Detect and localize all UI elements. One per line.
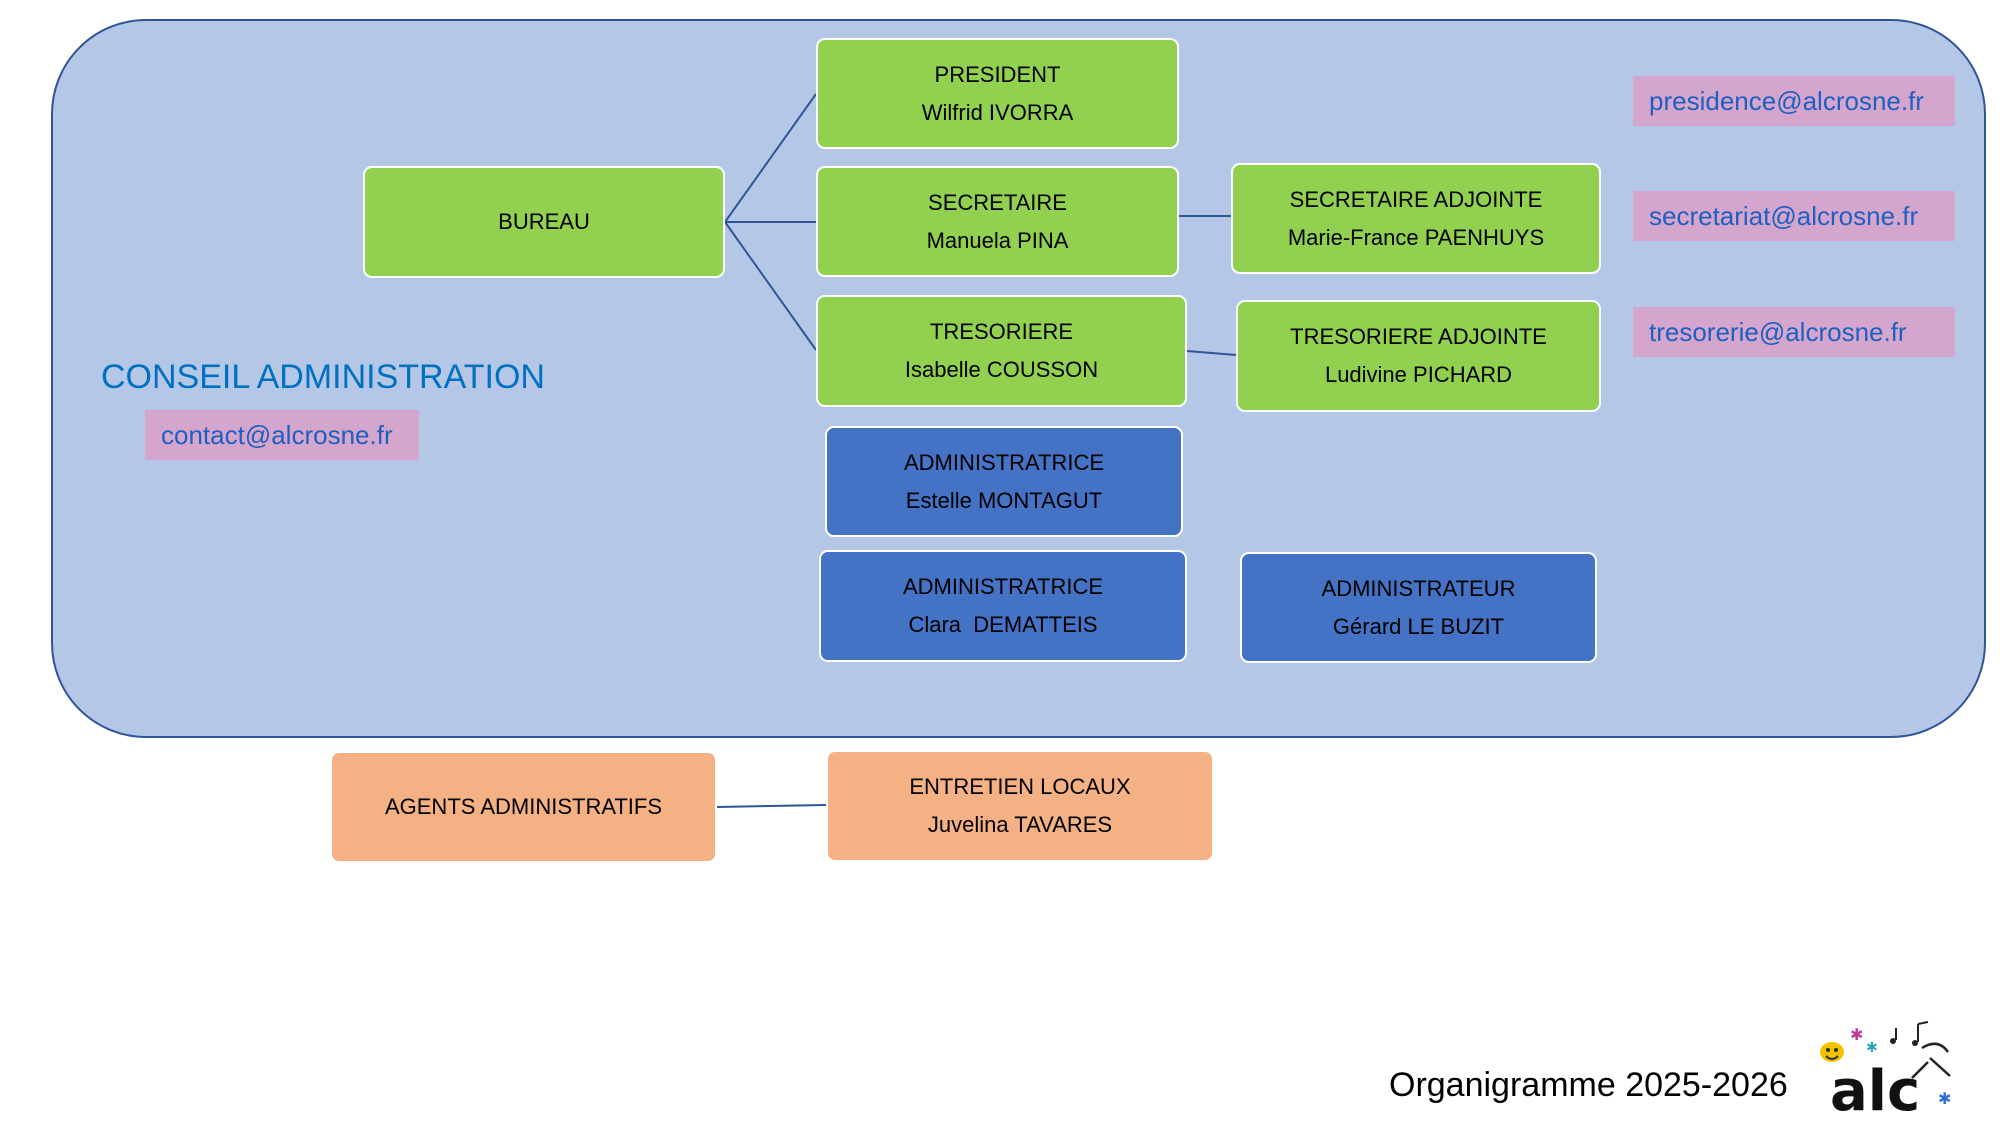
presidence-email[interactable]: presidence@alcrosne.fr: [1633, 76, 1955, 126]
secretaire-name: Manuela PINA: [926, 227, 1069, 253]
alc-logo: ✱ ✱ ✱ alc: [1820, 1021, 1951, 1118]
music-note-icon: [1917, 1021, 1929, 1042]
agents-label: AGENTS ADMINISTRATIFS: [384, 794, 663, 819]
secretaire-adjointe-name: Marie-France PAENHUYS: [1287, 224, 1545, 250]
tresorerie-email[interactable]: tresorerie@alcrosne.fr: [1633, 307, 1955, 357]
president-box: PRESIDENT Wilfrid IVORRA: [816, 38, 1179, 149]
administratrice-2-name: Clara DEMATTEIS: [908, 612, 1098, 637]
svg-text:✱: ✱: [1850, 1025, 1863, 1044]
secretaire-adjointe-role: SECRETAIRE ADJOINTE: [1289, 186, 1543, 212]
administratrice-2-box: ADMINISTRATRICE Clara DEMATTEIS: [819, 550, 1187, 662]
secretariat-email[interactable]: secretariat@alcrosne.fr: [1633, 191, 1955, 241]
tresoriere-role: TRESORIERE: [929, 319, 1074, 344]
organigramme-title: Organigramme 2025-2026: [1389, 1066, 1788, 1104]
administrateur-name: Gérard LE BUZIT: [1332, 613, 1505, 639]
administrateur-role: ADMINISTRATEUR: [1321, 575, 1516, 601]
connector-bureau-tresoriere: [724, 221, 817, 351]
administrateur-box: ADMINISTRATEUR Gérard LE BUZIT: [1240, 552, 1597, 663]
administratrice-1-name: Estelle MONTAGUT: [905, 487, 1103, 513]
svg-text:✱: ✱: [1866, 1040, 1878, 1056]
president-name: Wilfrid IVORRA: [921, 99, 1074, 125]
logo-text: alc: [1830, 1059, 1920, 1118]
entretien-name: Juvelina TAVARES: [927, 812, 1113, 837]
conseil-title: CONSEIL ADMINISTRATION: [101, 358, 545, 396]
secretaire-adjointe-box: SECRETAIRE ADJOINTE Marie-France PAENHUY…: [1231, 163, 1601, 274]
tresoriere-adjointe-role: TRESORIERE ADJOINTE: [1290, 324, 1547, 349]
administratrice-2-role: ADMINISTRATRICE: [902, 574, 1104, 599]
connector-tresoriere-adjointe: [1186, 350, 1237, 356]
entretien-box: ENTRETIEN LOCAUX Juvelina TAVARES: [826, 750, 1214, 862]
connector-bureau-president: [724, 93, 817, 223]
svg-text:✱: ✱: [1938, 1089, 1951, 1108]
administratrice-1-box: ADMINISTRATRICE Estelle MONTAGUT: [825, 426, 1183, 537]
bureau-label: BUREAU: [498, 209, 590, 234]
entretien-role: ENTRETIEN LOCAUX: [909, 774, 1131, 799]
connector-agents-entretien: [716, 804, 827, 808]
secretaire-role: SECRETAIRE: [928, 189, 1067, 215]
dancer-icon: [1911, 1042, 1951, 1079]
mask-icon: [1820, 1042, 1844, 1062]
president-role: PRESIDENT: [934, 61, 1061, 87]
agents-box: AGENTS ADMINISTRATIFS: [330, 751, 717, 863]
administratrice-1-role: ADMINISTRATRICE: [903, 449, 1105, 475]
tresoriere-box: TRESORIERE Isabelle COUSSON: [816, 295, 1187, 407]
bureau-box: BUREAU: [363, 166, 725, 278]
tresoriere-adjointe-box: TRESORIERE ADJOINTE Ludivine PICHARD: [1236, 300, 1601, 412]
secretaire-box: SECRETAIRE Manuela PINA: [816, 166, 1179, 277]
tresoriere-name: Isabelle COUSSON: [904, 357, 1099, 382]
contact-email[interactable]: contact@alcrosne.fr: [145, 410, 419, 460]
tresoriere-adjointe-name: Ludivine PICHARD: [1324, 362, 1513, 387]
